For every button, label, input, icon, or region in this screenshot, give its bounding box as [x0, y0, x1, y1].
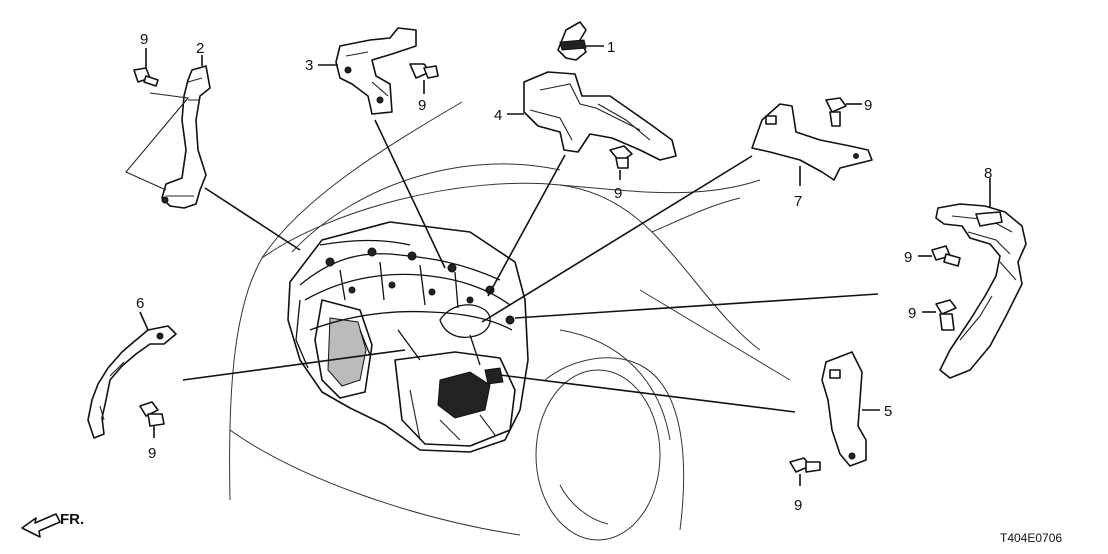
leader-part-2: [204, 187, 301, 251]
part-7-plate: 7: [751, 103, 873, 210]
leader-part-5: [499, 374, 796, 413]
leader-lines: [182, 119, 879, 413]
callout-bolt-h: 9: [794, 497, 802, 514]
callout-bolt-f: 9: [908, 305, 916, 322]
bolt-g: 9: [139, 401, 165, 462]
front-direction-arrow: FR.: [21, 511, 84, 538]
part-3-bracket: 3: [305, 27, 417, 115]
callout-bolt-c: 9: [614, 185, 622, 202]
callout-part-1: 1: [607, 39, 615, 56]
callout-part-3: 3: [305, 57, 313, 74]
callout-part-4: 4: [494, 107, 502, 124]
part-2-bracket: 2: [125, 40, 211, 209]
bolt-a: 9: [133, 31, 159, 87]
callout-bolt-d: 9: [864, 97, 872, 114]
diagram-code: T404E0706: [1000, 531, 1062, 545]
bolt-f: 9: [908, 299, 957, 331]
leader-part-8: [514, 293, 879, 319]
leader-part-6: [182, 349, 406, 381]
bolt-d: 9: [825, 97, 872, 127]
leader-part-4: [487, 154, 566, 297]
leader-part-7: [481, 155, 753, 323]
callout-bolt-a: 9: [140, 31, 148, 48]
part-6-bracket: 6: [87, 295, 177, 439]
part-1-clip: 1: [557, 21, 615, 61]
leader-part-3: [374, 119, 446, 269]
bolt-h: 9: [789, 457, 821, 514]
part-8-bracket: 8: [935, 165, 1027, 379]
bolt-e: 9: [904, 245, 961, 267]
callout-bolt-e: 9: [904, 249, 912, 266]
callout-bolt-g: 9: [148, 445, 156, 462]
engine-assembly: [287, 221, 529, 453]
callout-part-6: 6: [136, 295, 144, 312]
callout-part-2: 2: [196, 40, 204, 57]
vehicle-outline: [229, 101, 791, 541]
callout-part-5: 5: [884, 403, 892, 420]
callout-part-7: 7: [794, 193, 802, 210]
bolt-c: 9: [609, 145, 633, 202]
front-direction-label: FR.: [60, 511, 84, 528]
part-5-bracket: 5: [821, 351, 892, 467]
callout-part-8: 8: [984, 165, 992, 182]
part-4-bracket: 4: [494, 71, 677, 161]
callout-bolt-b: 9: [418, 97, 426, 114]
bolt-b: 9: [409, 63, 439, 114]
